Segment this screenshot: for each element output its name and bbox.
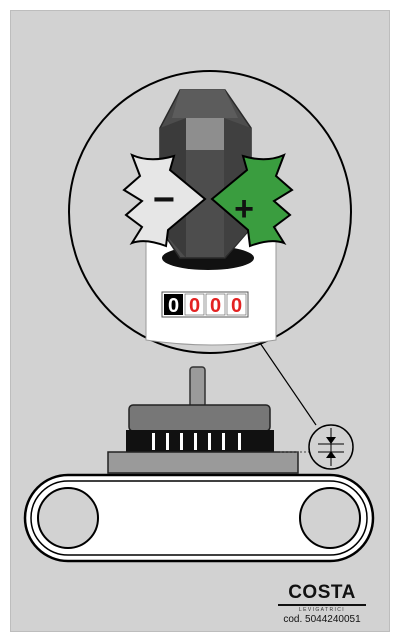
brand-logo: COSTA xyxy=(288,582,356,603)
counter-digit-1: 0 xyxy=(168,295,179,317)
gap-gauge xyxy=(308,424,354,470)
spindle-shaft xyxy=(189,366,206,408)
minus-symbol: − xyxy=(153,179,175,221)
plus-adjust-arrow: + xyxy=(210,153,294,248)
right-roller xyxy=(299,487,361,549)
plus-symbol: + xyxy=(234,190,254,228)
head-plate xyxy=(128,404,271,432)
minus-adjust-arrow: − xyxy=(122,153,207,248)
counter-digit-4: 0 xyxy=(231,295,242,317)
left-roller xyxy=(37,487,99,549)
counter-digit-3: 0 xyxy=(210,295,221,317)
conveyor-belt xyxy=(23,473,375,563)
leader-line xyxy=(257,339,317,426)
abrasive-block xyxy=(126,430,274,452)
counter-display: 0 0 0 0 xyxy=(161,291,249,318)
counter-digit-2: 0 xyxy=(189,295,200,317)
product-code: cod. 5044240051 xyxy=(283,614,361,625)
workpiece-board xyxy=(107,451,299,474)
brand-tagline: LEVIGATRICI xyxy=(278,604,366,613)
